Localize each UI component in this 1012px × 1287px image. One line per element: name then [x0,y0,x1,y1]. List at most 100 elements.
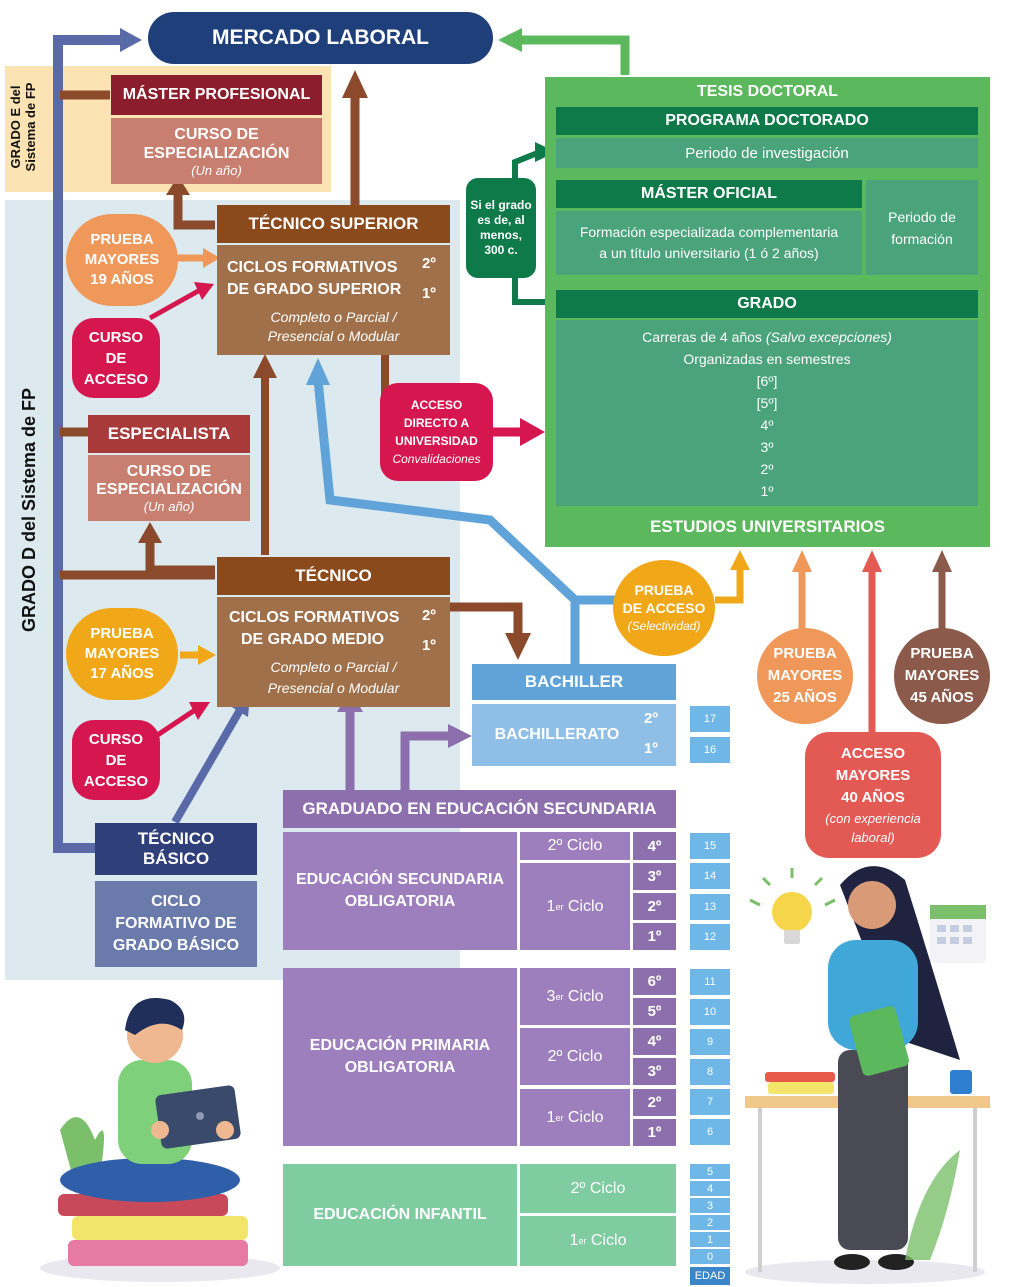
prim-year-2: 2º [633,1089,676,1116]
bach-year1: 1º [644,740,658,757]
gm-year2: 2º [422,607,436,624]
tb-c2: FORMATIVO DE [115,915,237,932]
bachillerato-name: BACHILLERATO [494,726,620,743]
uni-year-3: 3º [760,439,774,455]
prueba-de-acceso: PRUEBA DE ACCESO (Selectividad) [613,560,715,656]
ca2-l3: ACCESO [83,772,149,790]
pa-l3: (Selectividad) [627,619,701,633]
eso-name: EDUCACIÓN SECUNDARIA OBLIGATORIA [283,832,517,950]
a40-l5: laboral) [851,830,895,845]
age-10: 10 [690,999,730,1025]
ca2-l1: CURSO [88,730,144,748]
gm-year1: 1º [422,637,436,654]
eso-year-4: 4º [633,832,676,860]
age-8: 8 [690,1059,730,1085]
age-11: 11 [690,969,730,995]
age-15: 15 [690,833,730,859]
age-2: 2 [690,1215,730,1230]
p45-l1: PRUEBA [910,645,974,662]
grado-box: Carreras de 4 años (Salvo excepciones) O… [556,320,978,506]
ciclos-grado-medio-box: CICLOS FORMATIVOS DE GRADO MEDIO 2º 1º C… [217,597,450,707]
age-14: 14 [690,863,730,889]
p19-l1: PRUEBA [90,231,154,248]
tecnico-basico-title: TÉCNICO BÁSICO [95,823,257,875]
mercado-laboral-box: MERCADO LABORAL [148,12,493,64]
master-profesional-course: CURSO DE ESPECIALIZACIÓN (Un año) [111,118,322,184]
prim-c1-num: 1 [546,1108,556,1126]
inf-ciclo-2: 2º Ciclo [520,1164,676,1213]
gm-line2: DE GRADO MEDIO [241,631,385,648]
prim-c1-sup: er [555,1112,564,1123]
especialista-title: ESPECIALISTA [88,415,250,453]
prueba-mayores-17: PRUEBA MAYORES 17 AÑOS [66,608,178,700]
mo-desc1: Formación especializada complementaria [579,224,839,240]
tecnico-title: TÉCNICO [217,557,450,595]
graduado-secundaria: GRADUADO EN EDUCACIÓN SECUNDARIA [283,790,676,828]
periodo-investigacion: Periodo de investigación [556,138,978,168]
gm-line1: CICLOS FORMATIVOS [229,609,400,626]
age-6: 6 [690,1119,730,1145]
grado-e-label: GRADO E del Sistema de FP [8,82,38,172]
grado-title: GRADO [556,290,978,318]
age-12: 12 [690,924,730,950]
tb-c3: GRADO BÁSICO [112,937,240,954]
master-profesional-title: MÁSTER PROFESIONAL [111,75,322,115]
ad-l4: Convalidaciones [392,452,481,466]
p45-l3: 45 AÑOS [910,689,974,706]
pa-l2: DE ACCESO [622,600,706,616]
age-9: 9 [690,1029,730,1055]
inf-c1-rest: Ciclo [586,1232,627,1249]
ca1-l1: CURSO [88,328,144,346]
age-16: 16 [690,737,730,763]
ciclo-grado-basico: CICLO FORMATIVO DE GRADO BÁSICO [95,881,257,967]
master-course-name: CURSO DE ESPECIALIZACIÓN [143,125,290,162]
pf-2: formación [891,230,953,247]
esp-course-duration: (Un año) [143,498,195,514]
prim-l1: EDUCACIÓN PRIMARIA [309,1037,491,1054]
uni-year-5: [5º] [756,395,778,411]
eso-year-1: 1º [633,923,676,950]
bachiller-title: BACHILLER [472,664,676,700]
prueba-mayores-45: PRUEBA MAYORES 45 AÑOS [894,628,990,724]
eso-c1-rest: Ciclo [563,897,604,915]
prim-year-3: 3º [633,1058,676,1085]
mo-desc2: a un título universitario (1 ó 2 años) [599,245,819,261]
a40-l2: MAYORES [835,767,911,784]
age-13: 13 [690,894,730,920]
p17-l2: MAYORES [84,645,160,662]
eso-year-2: 2º [633,893,676,920]
age-4: 4 [690,1181,730,1196]
prim-ciclo-2: 2º Ciclo [520,1028,630,1085]
prim-c3-sup: er [555,991,564,1002]
ca2-l2: DE [105,751,127,769]
age-3: 3 [690,1198,730,1213]
grado-d-label: GRADO D del Sistema de FP [18,387,39,633]
prim-c3-rest: Ciclo [563,987,604,1005]
programa-doctorado: PROGRAMA DOCTORADO [556,107,978,135]
tesis-doctoral: TESIS DOCTORAL [696,83,839,100]
gs-line2: DE GRADO SUPERIOR [227,281,402,298]
prueba-mayores-25: PRUEBA MAYORES 25 AÑOS [757,628,853,724]
salvo-text: (Salvo excepciones) [765,329,892,345]
eso-c1-sup: er [555,901,564,912]
p25-l1: PRUEBA [773,645,837,662]
eso-ciclo-2: 2º Ciclo [520,832,630,860]
p45-l2: MAYORES [904,667,980,684]
age-1: 1 [690,1232,730,1247]
gs-year2: 2º [422,255,436,272]
prim-year-6: 6º [633,968,676,995]
gs-note2: Presencial o Modular [267,328,400,344]
inf-c1-num: 1 [569,1232,579,1249]
ca1-l2: DE [105,349,127,367]
prim-year-1: 1º [633,1119,676,1146]
carreras-line: Carreras de 4 años (Salvo excepciones) [556,326,978,348]
p25-l2: MAYORES [767,667,843,684]
uni-year-4: 4º [760,417,774,433]
prim-year-5: 5º [633,998,676,1025]
master-oficial: MÁSTER OFICIAL [556,180,862,208]
p17-l1: PRUEBA [90,625,154,642]
periodo-formacion: Periodo de formación [866,180,978,275]
